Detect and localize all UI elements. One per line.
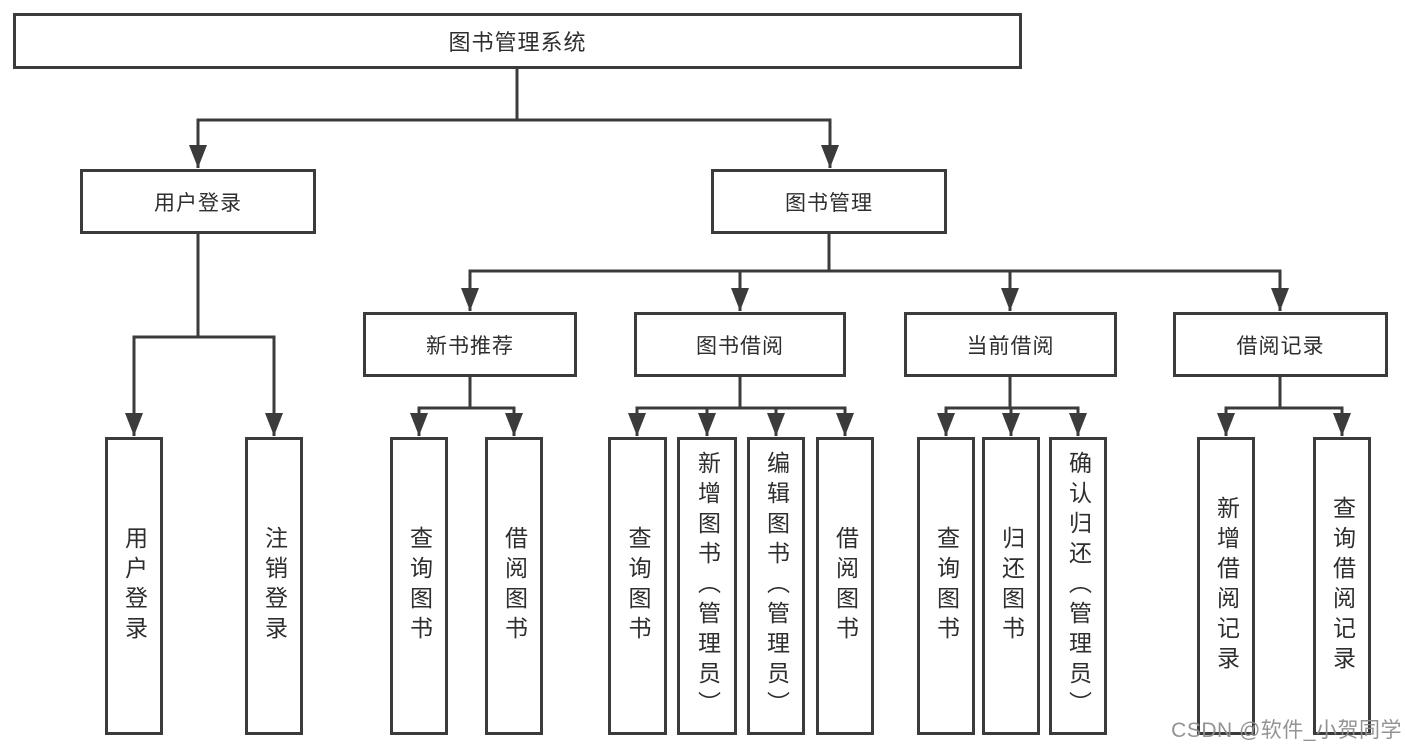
leaf-confirm-return-admin: 确认归还（管理员）	[1049, 437, 1107, 735]
leaf-query-books-1: 查询图书	[390, 437, 448, 735]
node-current-borrowing: 当前借阅	[904, 312, 1117, 377]
leaf-add-borrow-record: 新增借阅记录	[1197, 437, 1255, 735]
leaf-query-borrow-record-label: 查询借阅记录	[1329, 496, 1356, 676]
node-book-borrowing-label: 图书借阅	[696, 334, 784, 358]
leaf-user-login-label: 用户登录	[121, 526, 148, 646]
watermark: CSDN @软件_小贺同学	[1171, 719, 1402, 742]
leaf-query-books-2-label: 查询图书	[625, 526, 651, 646]
leaf-borrow-books-2: 借阅图书	[816, 437, 874, 735]
node-new-book-recommendation-label: 新书推荐	[426, 334, 514, 358]
node-book-management: 图书管理	[711, 169, 947, 234]
leaf-borrow-books-1-label: 借阅图书	[501, 526, 528, 646]
leaf-add-book-admin-label: 新增图书（管理员）	[694, 451, 721, 721]
leaf-return-books: 归还图书	[982, 437, 1040, 735]
leaf-query-books-2: 查询图书	[608, 437, 667, 735]
node-new-book-recommendation: 新书推荐	[363, 312, 577, 377]
leaf-confirm-return-admin-label: 确认归还（管理员）	[1065, 451, 1092, 721]
leaf-edit-book-admin-label: 编辑图书（管理员）	[763, 451, 790, 721]
node-user-login: 用户登录	[80, 169, 316, 234]
node-book-management-label: 图书管理	[785, 191, 873, 215]
leaf-edit-book-admin: 编辑图书（管理员）	[747, 437, 805, 735]
node-current-borrowing-label: 当前借阅	[966, 334, 1055, 358]
leaf-borrow-books-1: 借阅图书	[485, 437, 543, 735]
node-borrowing-records-label: 借阅记录	[1236, 334, 1325, 358]
leaf-query-borrow-record: 查询借阅记录	[1313, 437, 1371, 735]
connector-arrows	[125, 120, 1351, 436]
leaf-add-book-admin: 新增图书（管理员）	[677, 437, 737, 735]
node-user-login-label: 用户登录	[154, 191, 242, 215]
leaf-borrow-books-2-label: 借阅图书	[832, 526, 859, 646]
leaf-logout-label: 注销登录	[261, 526, 288, 646]
leaf-query-books-3: 查询图书	[917, 437, 975, 735]
root-node-label: 图书管理系统	[448, 30, 587, 55]
node-borrowing-records: 借阅记录	[1173, 312, 1388, 377]
node-book-borrowing: 图书借阅	[634, 312, 846, 377]
node-library-management-system: 图书管理系统	[13, 13, 1022, 69]
leaf-query-books-3-label: 查询图书	[933, 526, 960, 646]
leaf-add-borrow-record-label: 新增借阅记录	[1213, 496, 1240, 676]
leaf-query-books-1-label: 查询图书	[406, 526, 433, 646]
leaf-return-books-label: 归还图书	[998, 526, 1025, 646]
leaf-user-login: 用户登录	[105, 437, 163, 735]
connector-trunk-lines	[132, 68, 1344, 410]
leaf-logout: 注销登录	[245, 437, 303, 735]
